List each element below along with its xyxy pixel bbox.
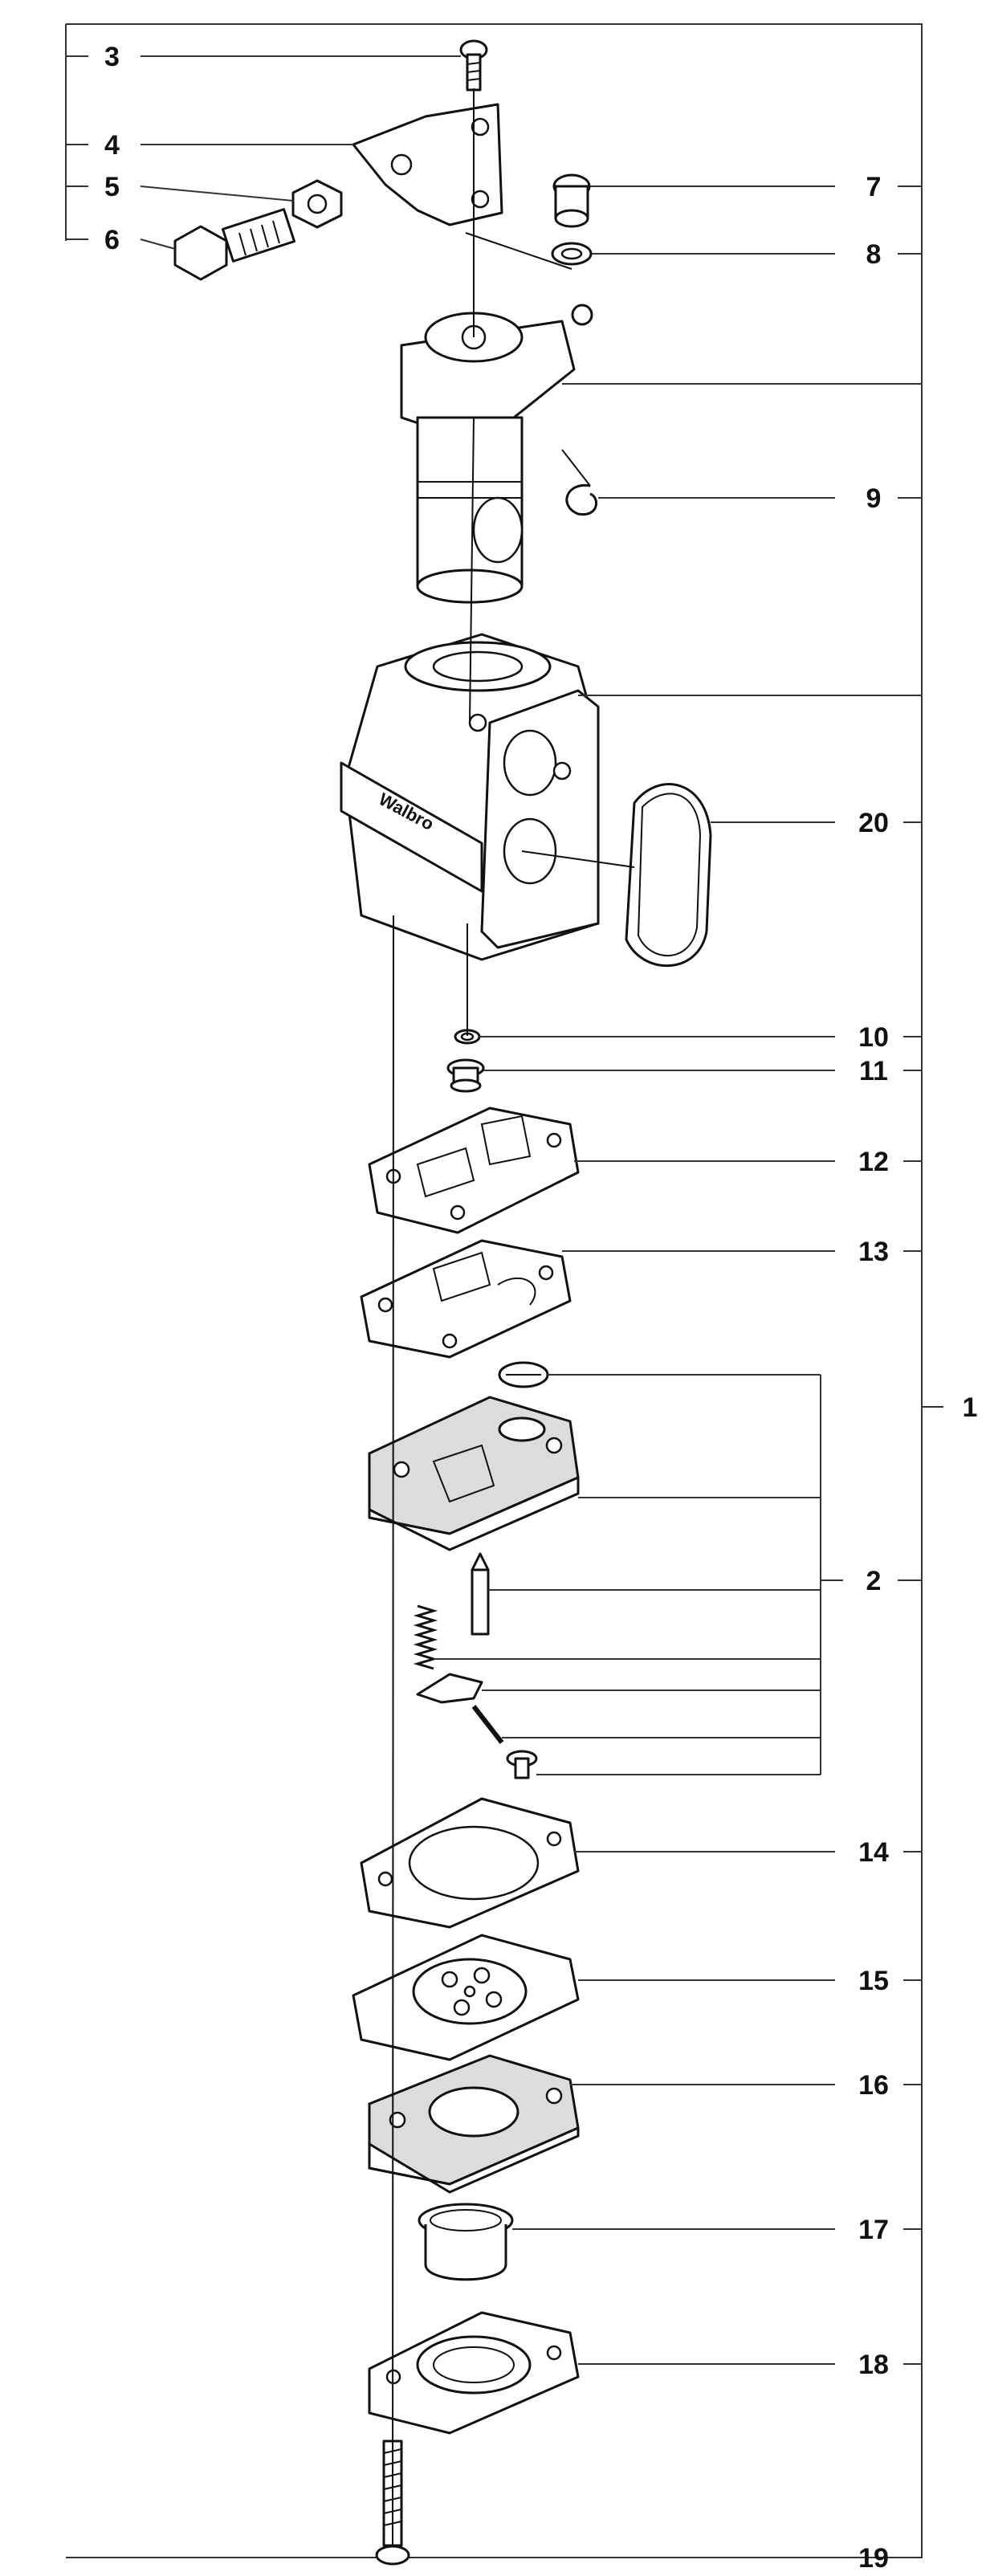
- part-14-gasket: [360, 1797, 580, 1929]
- label-13: 13: [858, 1237, 889, 1267]
- callout-2: 2: [434, 1374, 922, 1775]
- part-9-eclip: [565, 483, 597, 516]
- callout-5: 5: [66, 172, 294, 202]
- assembly-lines: [392, 88, 635, 2548]
- callout-6: 6: [66, 225, 176, 255]
- label-2: 2: [866, 1566, 882, 1596]
- callout-15: 15: [578, 1966, 922, 1996]
- callout-12: 12: [574, 1147, 922, 1177]
- label-20: 20: [858, 808, 889, 838]
- callout-1: 1: [922, 1392, 977, 1423]
- callout-16: 16: [570, 2070, 922, 2101]
- label-4: 4: [104, 130, 120, 161]
- label-5: 5: [104, 172, 120, 202]
- throttle-barrel: [400, 304, 593, 604]
- part-4-bracket: [352, 103, 503, 226]
- label-18: 18: [858, 2350, 889, 2380]
- label-15: 15: [858, 1966, 889, 1996]
- label-9: 9: [866, 483, 882, 514]
- part-18-plate: [368, 2311, 580, 2435]
- label-10: 10: [858, 1022, 889, 1053]
- label-14: 14: [858, 1837, 889, 1868]
- part-13-gasket: [360, 1239, 572, 1359]
- callout-7: 7: [590, 172, 922, 202]
- callout-19: 19: [409, 2543, 922, 2574]
- part-8-washer: [551, 242, 593, 266]
- part-6-adjuster: [173, 208, 296, 281]
- label-12: 12: [858, 1147, 889, 1177]
- label-8: 8: [866, 239, 882, 270]
- label-16: 16: [858, 2070, 889, 2101]
- callout-11: 11: [483, 1056, 922, 1086]
- part-12-gasket: [368, 1107, 580, 1234]
- part-15-diaphragm: [352, 1934, 580, 2061]
- part-16-cover: [368, 2054, 580, 2194]
- part-2-metering-assembly: [368, 1361, 580, 1779]
- label-6: 6: [104, 225, 120, 255]
- callout-20: 20: [711, 808, 922, 838]
- part-3-screw: [459, 39, 488, 92]
- label-17: 17: [858, 2215, 889, 2245]
- callout-3: 3: [66, 42, 461, 72]
- callout-17: 17: [512, 2215, 922, 2245]
- label-19: 19: [858, 2543, 889, 2574]
- callout-18: 18: [578, 2350, 922, 2380]
- callout-8: 8: [592, 239, 922, 270]
- carburetor-body: Walbro: [340, 633, 600, 961]
- callout-9: 9: [598, 483, 922, 514]
- label-7: 7: [866, 172, 882, 202]
- part-17-cup: [418, 2203, 514, 2281]
- callout-10: 10: [479, 1022, 922, 1053]
- label-11: 11: [859, 1056, 888, 1086]
- part-11-plug: [446, 1058, 485, 1093]
- callout-13: 13: [562, 1237, 922, 1267]
- part-7-adjust-screw: [552, 173, 591, 228]
- label-3: 3: [104, 42, 120, 72]
- part-5-nut: [291, 179, 343, 229]
- label-1: 1: [963, 1392, 978, 1423]
- callout-4: 4: [66, 130, 353, 161]
- part-20-gasket-ring: [625, 783, 712, 967]
- callout-14: 14: [574, 1837, 922, 1868]
